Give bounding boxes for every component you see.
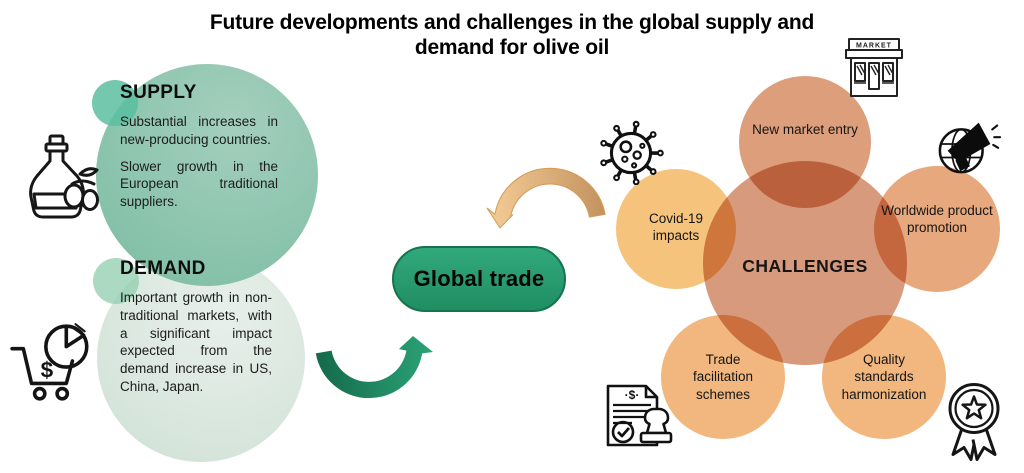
page-title: Future developments and challenges in th…	[209, 11, 815, 59]
circle-new-market-entry	[739, 76, 871, 208]
supply-section: SUPPLY Substantial increases in new-prod…	[120, 82, 290, 220]
certificate-dollar-glyph: ·$·	[625, 388, 640, 402]
market-storefront-icon: MARKET	[842, 35, 906, 101]
challenges-label: CHALLENGES	[742, 256, 868, 276]
circle-covid-19-impacts	[616, 169, 736, 289]
label-trade-facilitation-schemes: Trade facilitation schemes	[692, 352, 754, 402]
supply-heading: SUPPLY	[120, 82, 197, 103]
orange-curved-arrow	[486, 166, 614, 230]
label-worldwide-product-promotion: Worldwide product promotion	[881, 203, 993, 236]
olive-oil-bottle-icon	[22, 134, 102, 228]
circle-trade-facilitation-schemes	[661, 315, 785, 439]
market-sign-text: MARKET	[856, 43, 892, 50]
label-covid-19-impacts: Covid-19 impacts	[648, 211, 704, 244]
label-new-market-entry: New market entry	[752, 122, 858, 137]
circle-quality-standards-harmonization	[822, 315, 946, 439]
shopping-cart-pie-chart-icon: $	[8, 320, 98, 406]
supply-paragraph: Substantial increases in new-producing c…	[120, 114, 278, 147]
circle-worldwide-product-promotion	[874, 166, 1000, 292]
demand-accent-dot	[93, 258, 139, 304]
coronavirus-icon	[597, 119, 665, 185]
award-ribbon-icon	[944, 381, 1004, 462]
demand-section: DEMAND Important growth in non-tradition…	[120, 258, 286, 405]
global-trade-label: Global trade	[413, 266, 545, 291]
supply-paragraph: Slower growth in the European traditiona…	[120, 158, 278, 210]
label-quality-standards-harmonization: Quality standards harmonization	[841, 352, 927, 402]
cart-dollar-glyph: $	[41, 357, 54, 382]
megaphone-globe-icon	[936, 111, 1002, 175]
demand-heading: DEMAND	[120, 258, 206, 279]
stamped-document-icon: ·$·	[602, 382, 674, 452]
supply-accent-dot	[92, 80, 138, 126]
demand-paragraph: Important growth in non-traditional mark…	[120, 290, 272, 395]
global-trade-pill: Global trade	[392, 246, 566, 312]
green-curved-arrow	[302, 336, 436, 400]
